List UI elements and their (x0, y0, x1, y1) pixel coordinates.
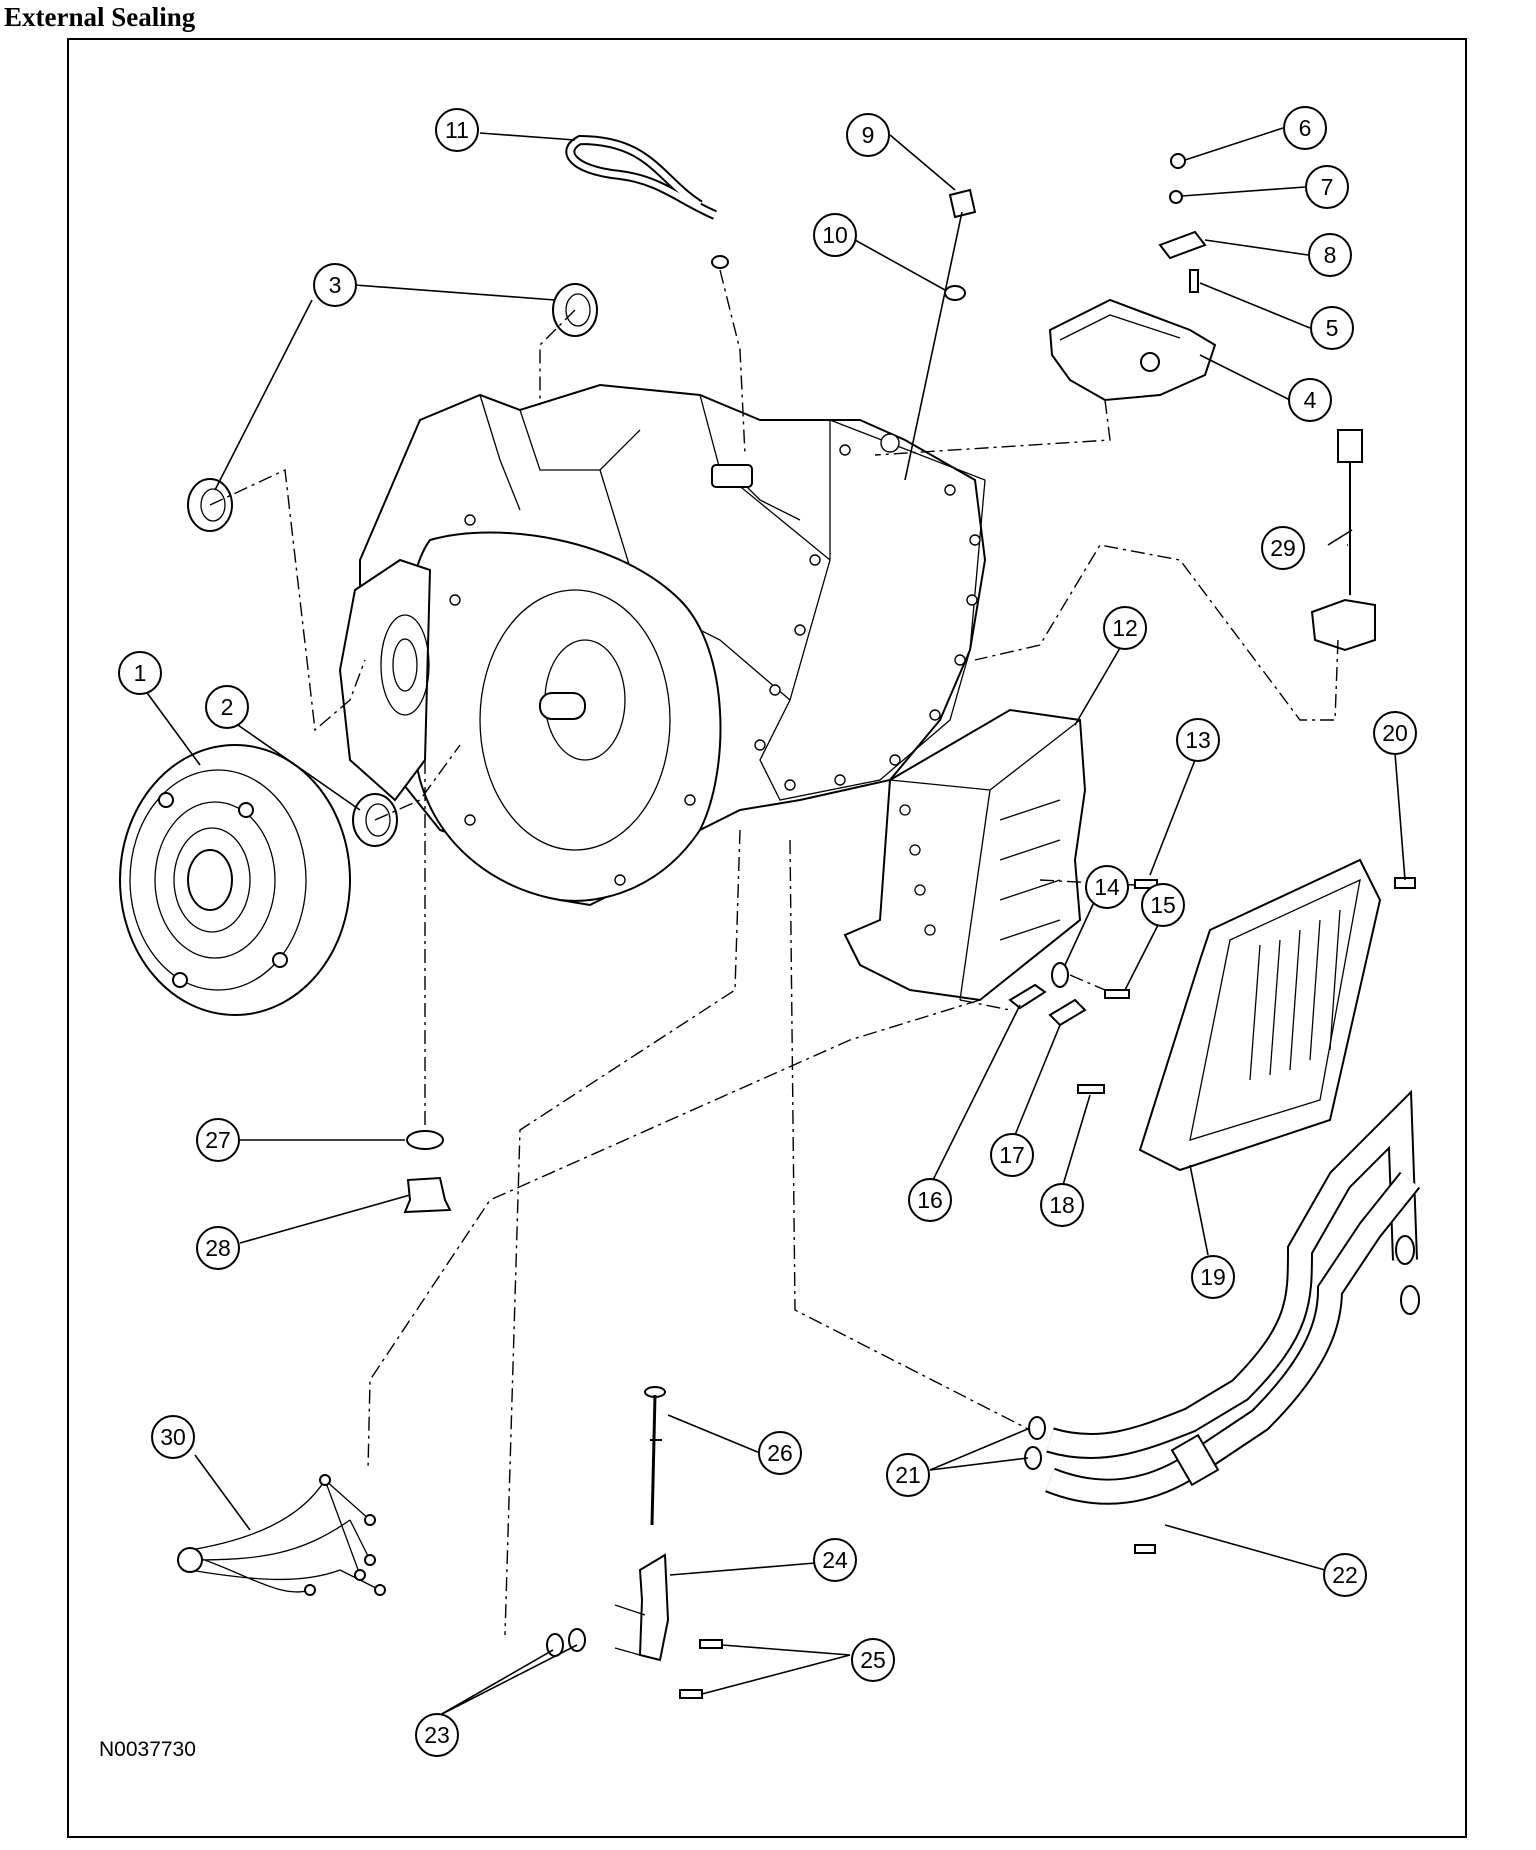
bolt-25-b (679, 1689, 703, 1699)
dipstick-tube (614, 1553, 670, 1662)
callout-label: 6 (1299, 115, 1312, 141)
callout-label: 29 (1270, 535, 1296, 561)
callout-label: 15 (1150, 892, 1176, 918)
callout-27: 27 (196, 1118, 240, 1162)
wiring-harness (177, 1474, 386, 1596)
callout-8: 8 (1308, 233, 1352, 277)
callout-label: 7 (1321, 174, 1334, 200)
o-ring-27 (406, 1130, 444, 1150)
clip-14 (1051, 962, 1069, 988)
callout-label: 27 (205, 1127, 231, 1153)
callout-24: 24 (813, 1538, 857, 1582)
callout-label: 19 (1200, 1264, 1226, 1290)
callout-label: 18 (1049, 1192, 1075, 1218)
washer-10 (944, 285, 966, 301)
callout-3: 3 (313, 263, 357, 307)
callout-22: 22 (1323, 1553, 1367, 1597)
valve-body (843, 708, 1087, 1002)
callout-2: 2 (205, 685, 249, 729)
callout-label: 24 (822, 1547, 848, 1573)
callout-6: 6 (1283, 106, 1327, 150)
callout-16: 16 (908, 1178, 952, 1222)
callout-label: 21 (895, 1462, 921, 1488)
callout-26: 26 (758, 1431, 802, 1475)
callout-label: 23 (424, 1722, 450, 1748)
callout-label: 9 (862, 122, 875, 148)
callout-11: 11 (435, 108, 479, 152)
page-title: External Sealing (4, 2, 196, 32)
callout-label: 14 (1094, 874, 1120, 900)
filter-17 (1048, 998, 1087, 1027)
bolt-22 (1134, 1544, 1156, 1554)
seal-21-upper (1028, 1416, 1046, 1440)
callout-label: 12 (1112, 615, 1138, 641)
nut-6 (1170, 153, 1186, 169)
assembly-lines (209, 269, 1339, 1636)
callout-20: 20 (1373, 711, 1417, 755)
diagram-frame (67, 38, 1467, 1838)
oil-pan (1138, 858, 1382, 1172)
gasket-16 (1008, 983, 1047, 1010)
callout-1: 1 (118, 651, 162, 695)
callout-label: 17 (999, 1142, 1025, 1168)
callout-label: 30 (160, 1424, 186, 1450)
torque-converter (119, 744, 351, 1016)
callout-7: 7 (1305, 165, 1349, 209)
callout-19: 19 (1191, 1255, 1235, 1299)
washer-7 (1169, 190, 1183, 204)
bolt-15 (1104, 989, 1130, 999)
transmission-case (338, 383, 987, 907)
seal-23-b (568, 1628, 586, 1652)
callout-21: 21 (886, 1453, 930, 1497)
callout-23: 23 (415, 1713, 459, 1757)
callout-5: 5 (1310, 306, 1354, 350)
figure-id: N0037730 (99, 1738, 196, 1761)
callout-28: 28 (196, 1226, 240, 1270)
dipstick (644, 1386, 666, 1526)
callout-30: 30 (151, 1415, 195, 1459)
cooler-lines (1045, 1089, 1421, 1505)
callout-label: 10 (822, 222, 848, 248)
callout-label: 20 (1382, 720, 1408, 746)
vent-clip (711, 255, 729, 269)
callout-15: 15 (1141, 883, 1185, 927)
plug-28 (403, 1176, 452, 1214)
callout-label: 22 (1332, 1562, 1358, 1588)
callout-29: 29 (1261, 526, 1305, 570)
callout-label: 13 (1185, 727, 1211, 753)
callout-4: 4 (1288, 378, 1332, 422)
callout-12: 12 (1103, 606, 1147, 650)
callout-label: 11 (445, 117, 469, 143)
bolt-25-a (699, 1639, 723, 1649)
callout-label: 8 (1324, 242, 1337, 268)
bolt-5 (1189, 269, 1199, 293)
callout-label: 4 (1304, 387, 1317, 413)
callout-17: 17 (990, 1133, 1034, 1177)
callout-label: 16 (917, 1187, 943, 1213)
speed-sensor (1310, 429, 1376, 652)
range-sensor (1048, 298, 1217, 402)
callout-label: 28 (205, 1235, 231, 1261)
bolt-18 (1077, 1084, 1105, 1094)
callout-14: 14 (1085, 865, 1129, 909)
callout-18: 18 (1040, 1183, 1084, 1227)
callout-label: 5 (1326, 315, 1339, 341)
leader-lines (144, 127, 1406, 1716)
callout-13: 13 (1176, 718, 1220, 762)
callout-25: 25 (851, 1638, 895, 1682)
callout-label: 2 (221, 694, 234, 720)
callout-label: 25 (860, 1647, 886, 1673)
callout-label: 1 (134, 660, 147, 686)
bracket-8 (1158, 230, 1207, 260)
callout-10: 10 (813, 213, 857, 257)
callout-label: 26 (767, 1440, 793, 1466)
callout-9: 9 (846, 113, 890, 157)
callout-label: 3 (329, 272, 342, 298)
plug-9 (948, 188, 977, 219)
